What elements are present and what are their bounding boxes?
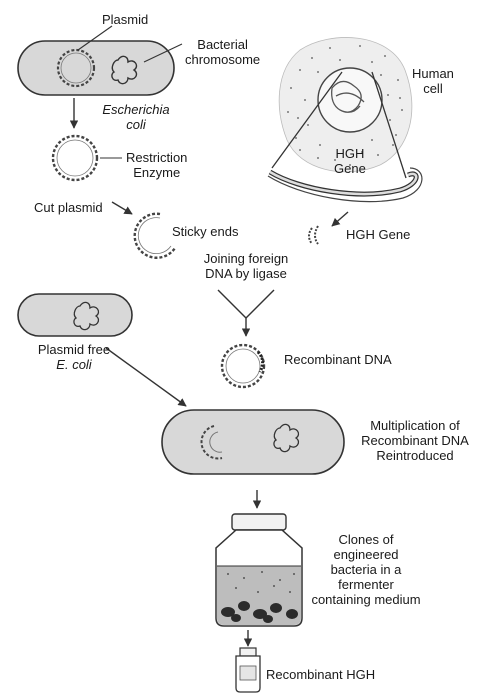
label-joining-foreign-dna: Joining foreign DNA by ligase	[186, 251, 306, 281]
label-joining-1: Joining foreign	[203, 251, 289, 266]
label-bacterial-chromosome: Bacterial chromosome	[185, 37, 260, 67]
arrow-to-host-cell	[105, 347, 187, 407]
ecoli-cell	[17, 40, 175, 96]
arrow-to-hgh-fragment	[331, 211, 349, 227]
label-joining-2: DNA by ligase	[205, 266, 287, 281]
plasmid-free-ecoli	[17, 293, 133, 337]
label-e-coli: E. coli	[56, 357, 92, 372]
label-restriction: Restriction	[126, 150, 188, 165]
label-clones-2: engineered	[333, 547, 399, 562]
recombinant-dna-plasmid	[220, 343, 266, 389]
label-clones: Clones of engineered bacteria in a ferme…	[306, 532, 426, 607]
label-clones-5: containing medium	[311, 592, 421, 607]
label-recombinant-hgh: Recombinant HGH	[266, 667, 376, 682]
hgh-gene-strand	[267, 167, 423, 203]
label-gene: Gene	[334, 161, 366, 176]
label-escherichia: Escherichia	[102, 102, 170, 117]
isolated-plasmid	[51, 134, 99, 182]
label-human-cell: Human cell	[412, 66, 454, 96]
join-line-right	[245, 289, 275, 319]
label-recombinant-dna: Recombinant DNA	[284, 352, 392, 367]
arrow-cut-plasmid	[111, 201, 133, 215]
join-line-left	[217, 289, 247, 319]
hgh-bottle	[235, 647, 261, 693]
label-cell: cell	[423, 81, 443, 96]
label-plasmid: Plasmid	[102, 12, 149, 27]
label-mult-2: Recombinant DNA	[361, 433, 469, 448]
label-restriction-enzyme: Restriction Enzyme	[126, 150, 187, 180]
plasmid-ring	[56, 48, 96, 88]
label-clones-4: fermenter	[338, 577, 394, 592]
label-mult-1: Multiplication of	[370, 418, 460, 433]
zoom-line-left	[271, 71, 343, 169]
label-clones-1: Clones of	[338, 532, 394, 547]
label-mult-3: Reintroduced	[376, 448, 454, 463]
label-human: Human	[412, 66, 454, 81]
label-hgh-gene-fragment: HGH Gene	[346, 227, 411, 242]
label-enzyme: Enzyme	[133, 165, 181, 180]
label-clones-3: bacteria in a	[330, 562, 402, 577]
nucleus	[317, 67, 383, 133]
label-chromosome: chromosome	[185, 52, 261, 67]
label-multiplication: Multiplication of Recombinant DNA Reintr…	[356, 418, 474, 463]
label-hgh-gene: HGH Gene	[334, 146, 366, 176]
recombinant-host-cell	[161, 409, 345, 475]
cut-plasmid	[133, 212, 176, 259]
label-plasmid-free: Plasmid free	[37, 342, 111, 357]
label-plasmid-free-ecoli: Plasmid free E. coli	[24, 342, 124, 372]
plasmid-leader	[77, 25, 113, 51]
label-coli: coli	[126, 117, 146, 132]
label-cut-plasmid: Cut plasmid	[34, 200, 103, 215]
fermenter	[215, 513, 303, 627]
label-sticky-ends: Sticky ends	[172, 224, 239, 239]
chromosome-leader	[143, 43, 183, 63]
bacterial-chromosome-shape	[111, 55, 138, 85]
human-cell	[278, 37, 413, 173]
label-hgh: HGH	[335, 146, 365, 161]
hgh-gene-fragment	[308, 225, 319, 245]
label-escherichia-coli: Escherichia coli	[98, 102, 174, 132]
zoom-line-right	[371, 71, 407, 179]
label-bacterial: Bacterial	[197, 37, 248, 52]
